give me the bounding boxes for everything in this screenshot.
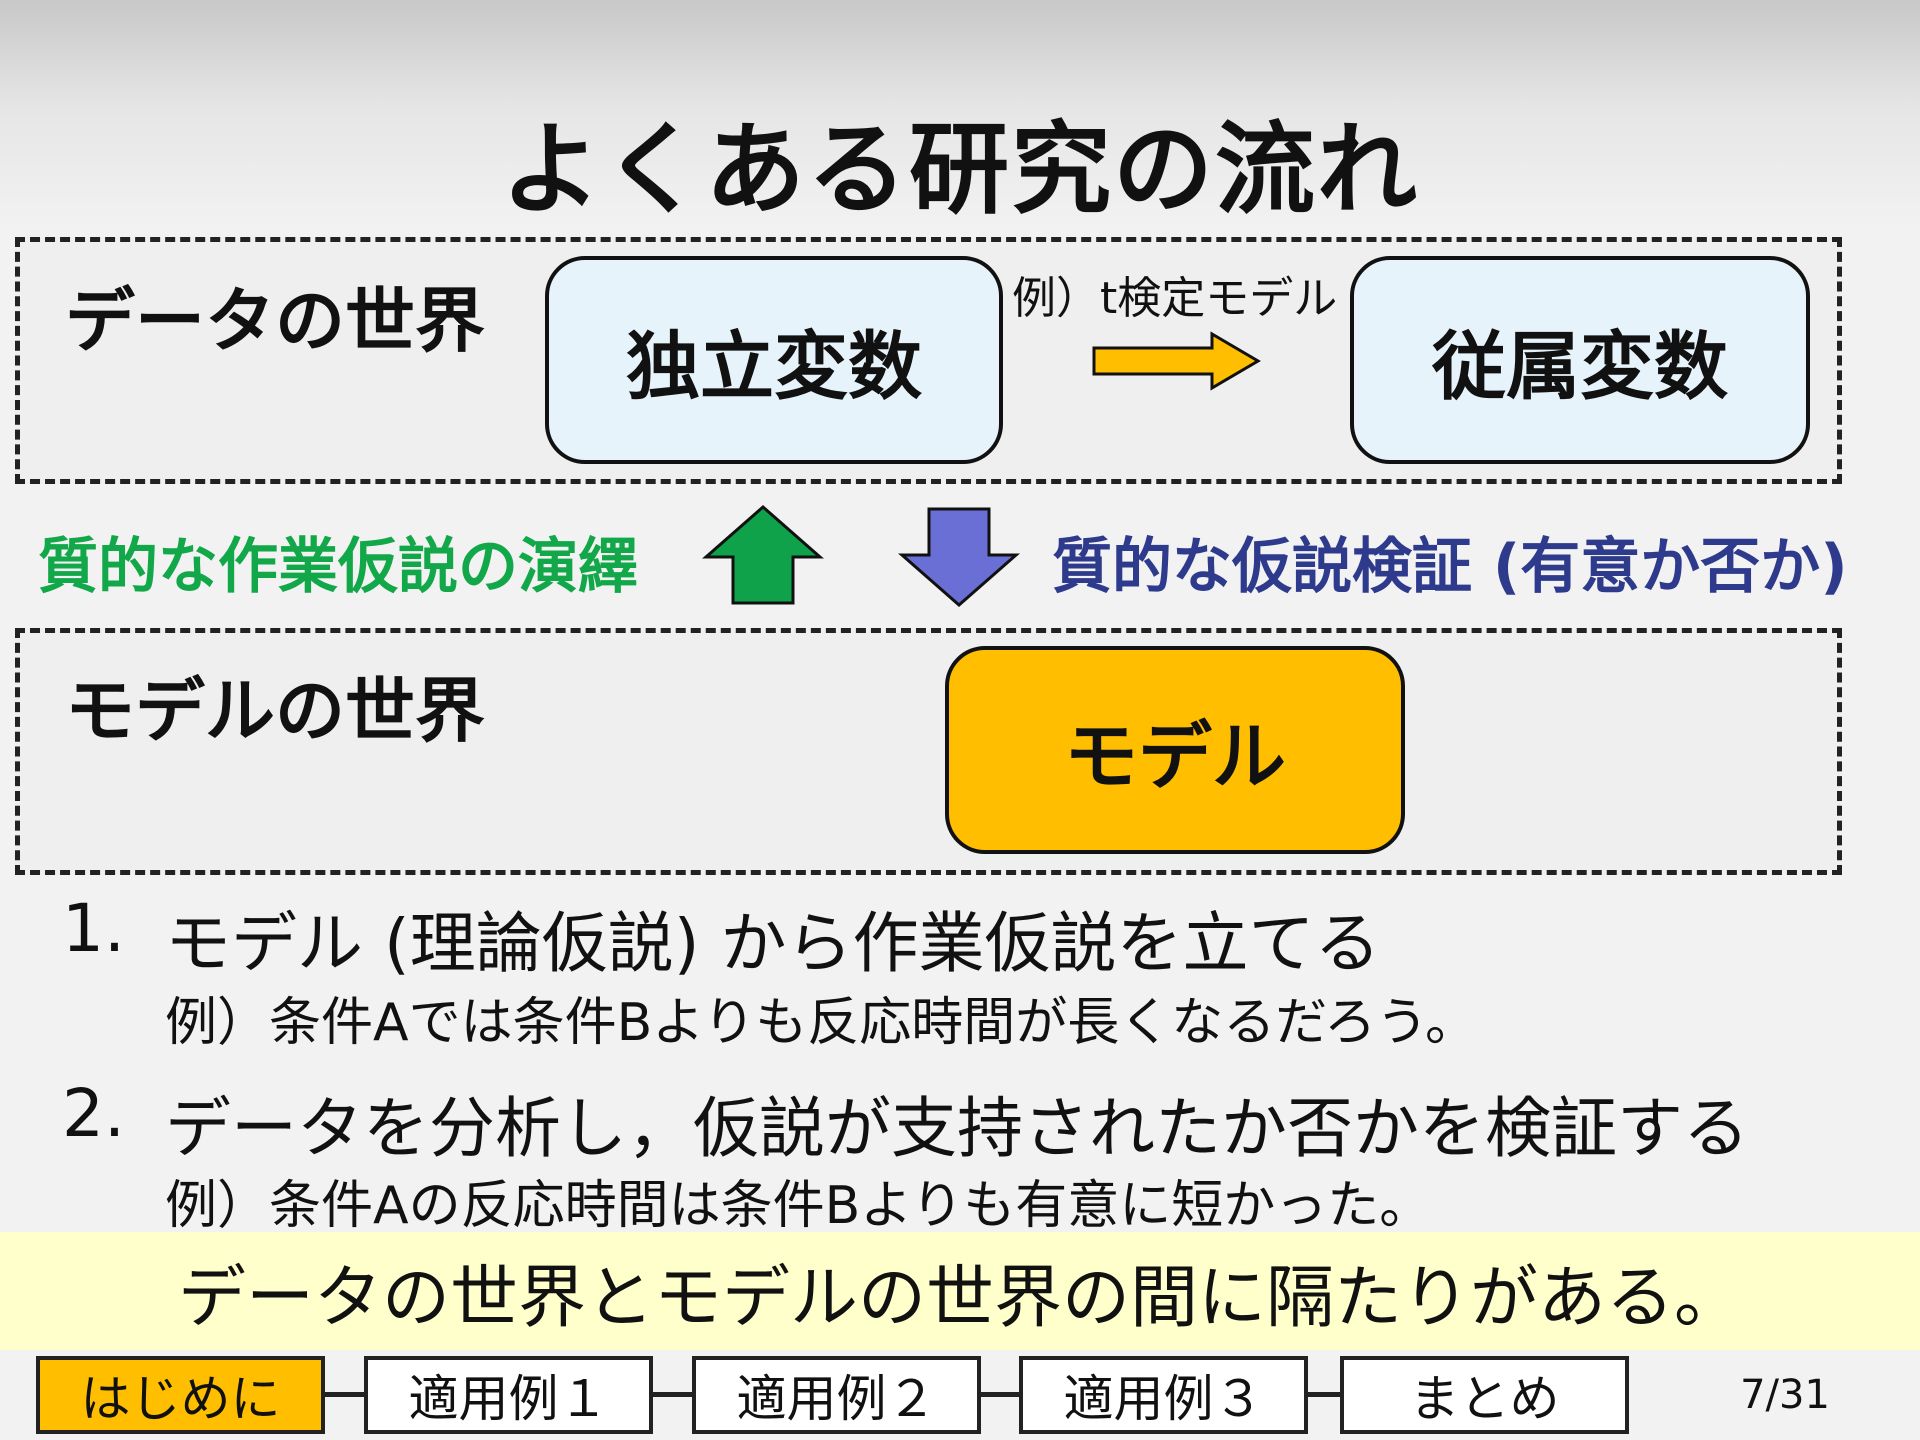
nav-tab-example-1[interactable]: 適用例１ (364, 1356, 653, 1434)
data-world-label: データの世界 (65, 280, 485, 362)
step-2-text: データを分析し，仮説が支持されたか否かを検証する (165, 1090, 1749, 1167)
step-2-example: 例）条件Aの反応時間は条件Bよりも有意に短かった。 (165, 1176, 1432, 1236)
step-1-example: 例）条件Aでは条件Bよりも反応時間が長くなるだろう。 (165, 993, 1477, 1053)
right-arrow-icon (1092, 331, 1261, 391)
step-2-number: 2. (62, 1075, 125, 1152)
conclusion-banner: データの世界とモデルの世界の間に隔たりがある。 (0, 1232, 1920, 1350)
slide-title: よくある研究の流れ (501, 111, 1419, 228)
example-t-test-label: 例）t検定モデル (1012, 273, 1338, 324)
independent-variable-box: 独立変数 (545, 256, 1003, 464)
nav-tab-example-2[interactable]: 適用例２ (692, 1356, 981, 1434)
nav-tab-example-3[interactable]: 適用例３ (1019, 1356, 1308, 1434)
model-box: モデル (945, 646, 1405, 854)
model-world-panel (15, 628, 1842, 875)
down-arrow-icon (898, 507, 1020, 607)
nav-tab-summary[interactable]: まとめ (1340, 1356, 1629, 1434)
deduction-label: 質的な作業仮説の演繹 (38, 532, 638, 602)
page-number: 7/31 (1696, 1356, 1874, 1434)
up-arrow-icon (702, 505, 824, 605)
model-world-label: モデルの世界 (65, 670, 485, 752)
step-1-number: 1. (62, 890, 125, 967)
dependent-variable-box: 従属変数 (1350, 256, 1810, 464)
hypothesis-testing-label: 質的な仮説検証 (有意か否か) (1052, 532, 1848, 602)
nav-tab-introduction[interactable]: はじめに (36, 1356, 325, 1434)
step-1-text: モデル (理論仮説) から作業仮説を立てる (165, 905, 1381, 982)
